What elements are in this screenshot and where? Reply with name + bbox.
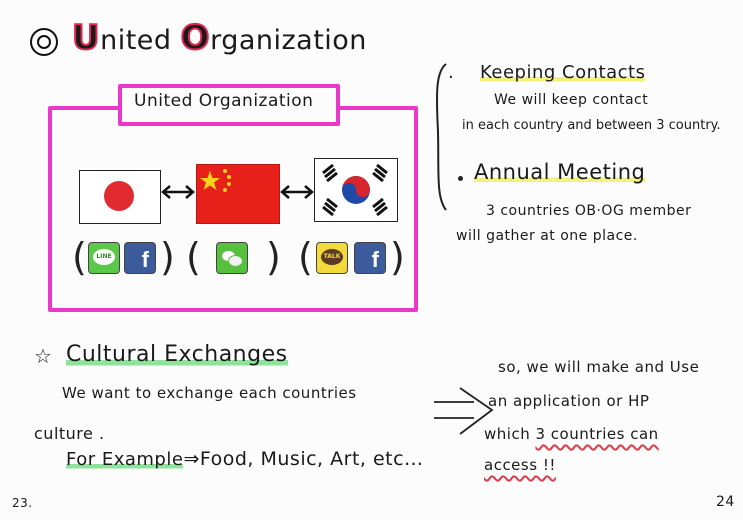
conclusion-line3: which 3 countries can	[484, 425, 659, 443]
annual-meeting-line1: 3 countries OB·OG member	[486, 203, 692, 219]
keeping-contacts-line1: We will keep contact	[494, 92, 649, 108]
right-arrow-icon	[434, 387, 494, 435]
bracket-icon	[435, 63, 447, 211]
keeping-contacts-heading: Keeping Contacts	[480, 62, 646, 83]
page-number-right: 24	[716, 494, 735, 510]
kakaotalk-app-icon: TALK	[316, 242, 348, 274]
facebook-app-icon: f	[354, 242, 386, 274]
title-word-1: nited	[100, 25, 181, 56]
title-letter-o: O	[180, 17, 211, 59]
cultural-exchanges-heading: Cultural Exchanges	[66, 342, 288, 367]
organization-label: United Organization	[134, 91, 314, 111]
cultural-line2: culture .	[34, 424, 105, 443]
cultural-line1: We want to exchange each countries	[62, 384, 357, 402]
for-example-line: For Example⇒Food, Music, Art, etc…	[66, 448, 424, 470]
wechat-app-icon	[216, 242, 248, 274]
for-example-items: ⇒Food, Music, Art, etc…	[183, 448, 424, 470]
facebook-app-icon: f	[124, 242, 156, 274]
star-icon: ☆	[34, 344, 53, 368]
title-letter-u: U	[71, 17, 101, 59]
page-number-left: 23.	[12, 496, 33, 510]
double-arrow-icon	[161, 185, 195, 199]
circle-bullet-icon	[30, 27, 58, 56]
conclusion-line1: so, we will make and Use	[498, 358, 700, 376]
korea-flag	[314, 158, 398, 222]
china-app-group: ( )	[186, 235, 281, 279]
page-title: United Organization	[30, 17, 367, 59]
keeping-contacts-line2: in each country and between 3 country.	[462, 118, 721, 133]
annual-meeting-line2: will gather at one place.	[456, 228, 638, 244]
line-app-icon: LINE	[88, 242, 120, 274]
japan-app-group: ( LINE f )	[72, 235, 175, 279]
conclusion-line4: access !!	[484, 456, 556, 474]
organization-label-box	[118, 84, 340, 126]
title-word-2: rganization	[210, 25, 367, 56]
double-arrow-icon	[280, 185, 314, 199]
conclusion-line2: an application or HP	[488, 392, 650, 410]
bullet-dot-2	[458, 176, 463, 181]
korea-app-group: ( TALK f )	[298, 235, 405, 279]
china-flag	[196, 164, 280, 224]
for-example-label: For Example	[66, 449, 184, 470]
bullet-dot: .	[448, 62, 455, 83]
annual-meeting-heading: Annual Meeting	[474, 160, 646, 184]
japan-flag	[79, 170, 161, 224]
